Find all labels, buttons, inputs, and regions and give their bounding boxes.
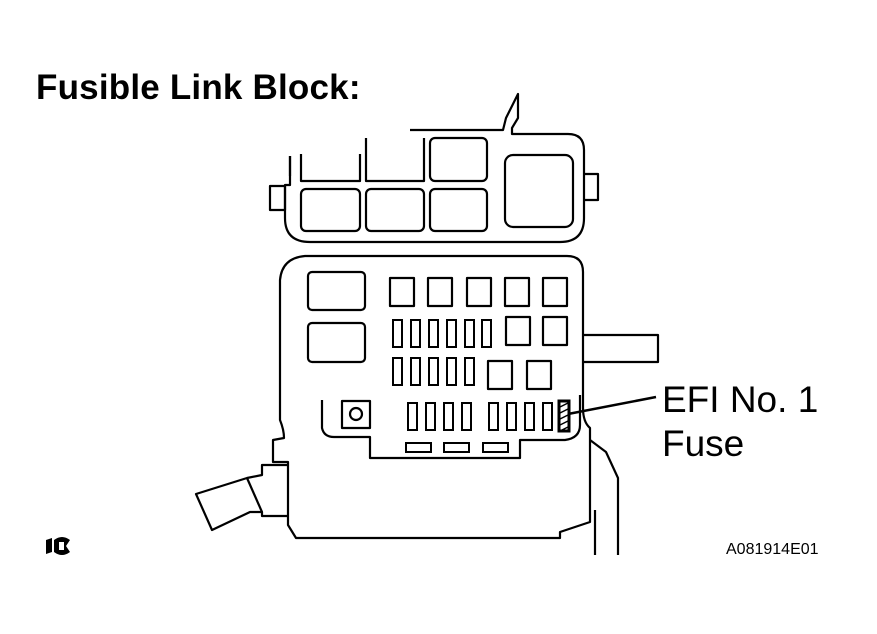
callout-line-2: Fuse bbox=[662, 423, 745, 464]
efi-no1-fuse bbox=[557, 399, 571, 433]
figure-title: Fusible Link Block: bbox=[36, 68, 361, 107]
mini-fuse-row-2 bbox=[392, 357, 475, 386]
large-fuse-sockets bbox=[388, 276, 569, 391]
view-orientation-icon bbox=[46, 537, 70, 555]
upper-housing bbox=[268, 92, 600, 244]
wire-harness-connector bbox=[194, 463, 288, 532]
efi-fuse-callout: EFI No. 1 Fuse bbox=[662, 378, 818, 466]
callout-leader-line bbox=[567, 395, 657, 416]
mini-fuse-row-1 bbox=[392, 319, 492, 348]
mini-fuse-row-3 bbox=[407, 402, 553, 431]
relay-blocks bbox=[306, 270, 372, 430]
lower-housing bbox=[271, 254, 660, 555]
bottom-fuse-sockets bbox=[405, 442, 509, 453]
callout-line-1: EFI No. 1 bbox=[662, 379, 819, 420]
figure-id: A081914E01 bbox=[726, 541, 819, 558]
upper-fusible-link-cells bbox=[299, 136, 575, 233]
